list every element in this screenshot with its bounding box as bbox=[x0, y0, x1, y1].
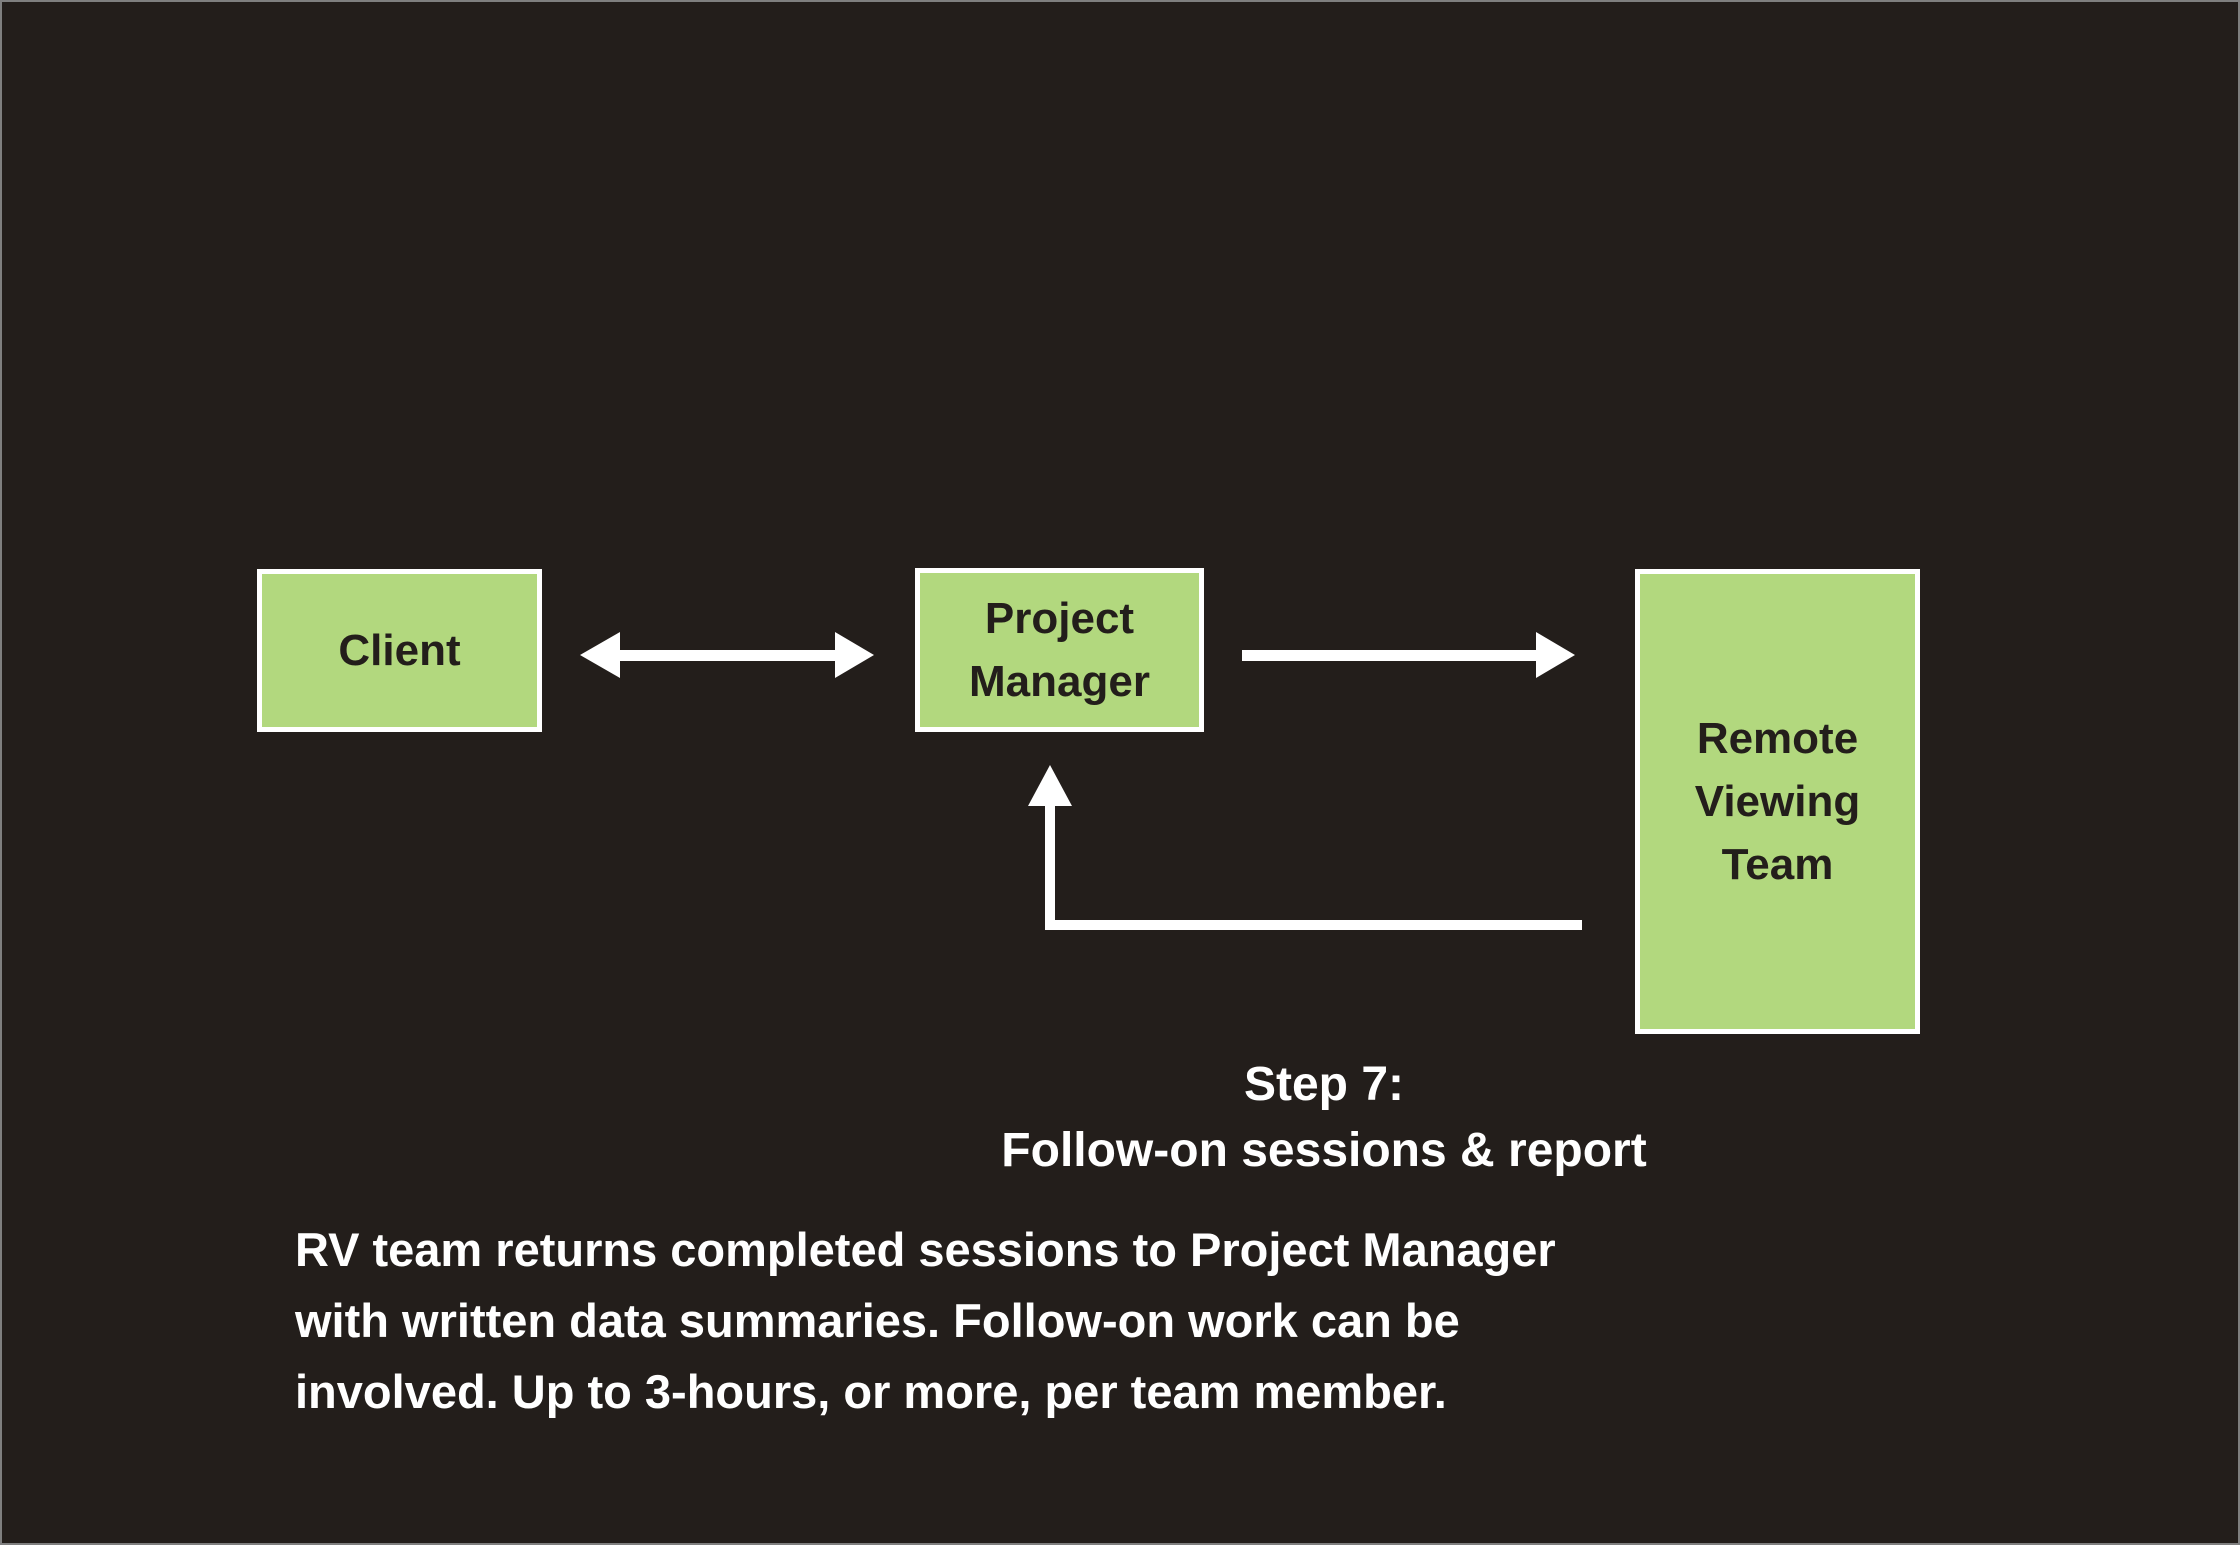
arrow-shaft bbox=[1242, 649, 1536, 661]
node-client: Client bbox=[257, 569, 542, 732]
step-caption: Step 7: Follow-on sessions & report bbox=[824, 1052, 1824, 1184]
node-project-manager-label-line2: Manager bbox=[969, 657, 1150, 706]
feedback-arrow-vertical-line bbox=[1045, 802, 1055, 930]
step-caption-subtitle: Follow-on sessions & report bbox=[1001, 1124, 1647, 1177]
description-text: RV team returns completed sessions to Pr… bbox=[295, 1214, 1795, 1427]
right-arrow-icon bbox=[1242, 632, 1575, 678]
description-line-3: involved. Up to 3-hours, or more, per te… bbox=[295, 1365, 1447, 1418]
double-headed-arrow-icon bbox=[580, 632, 874, 678]
node-remote-viewing-team: Remote Viewing Team bbox=[1635, 569, 1920, 1034]
node-remote-viewing-team-label-line3: Team bbox=[1721, 840, 1834, 889]
node-project-manager: Project Manager bbox=[915, 568, 1204, 732]
arrowhead-right-icon bbox=[1536, 632, 1575, 678]
node-project-manager-label-line1: Project bbox=[984, 594, 1135, 643]
node-client-label: Client bbox=[338, 626, 461, 675]
arrowhead-up-icon bbox=[1028, 765, 1072, 806]
arrowhead-left-icon bbox=[580, 632, 620, 678]
arrowhead-right-icon bbox=[835, 632, 874, 678]
node-remote-viewing-team-label-line2: Viewing bbox=[1694, 777, 1861, 826]
node-remote-viewing-team-label-line1: Remote bbox=[1696, 714, 1859, 763]
description-line-2: with written data summaries. Follow-on w… bbox=[295, 1294, 1460, 1347]
step-caption-title: Step 7: bbox=[1243, 1058, 1405, 1111]
feedback-arrow-horizontal-line bbox=[1045, 920, 1582, 930]
arrow-shaft bbox=[620, 649, 835, 661]
description-line-1: RV team returns completed sessions to Pr… bbox=[295, 1223, 1556, 1276]
